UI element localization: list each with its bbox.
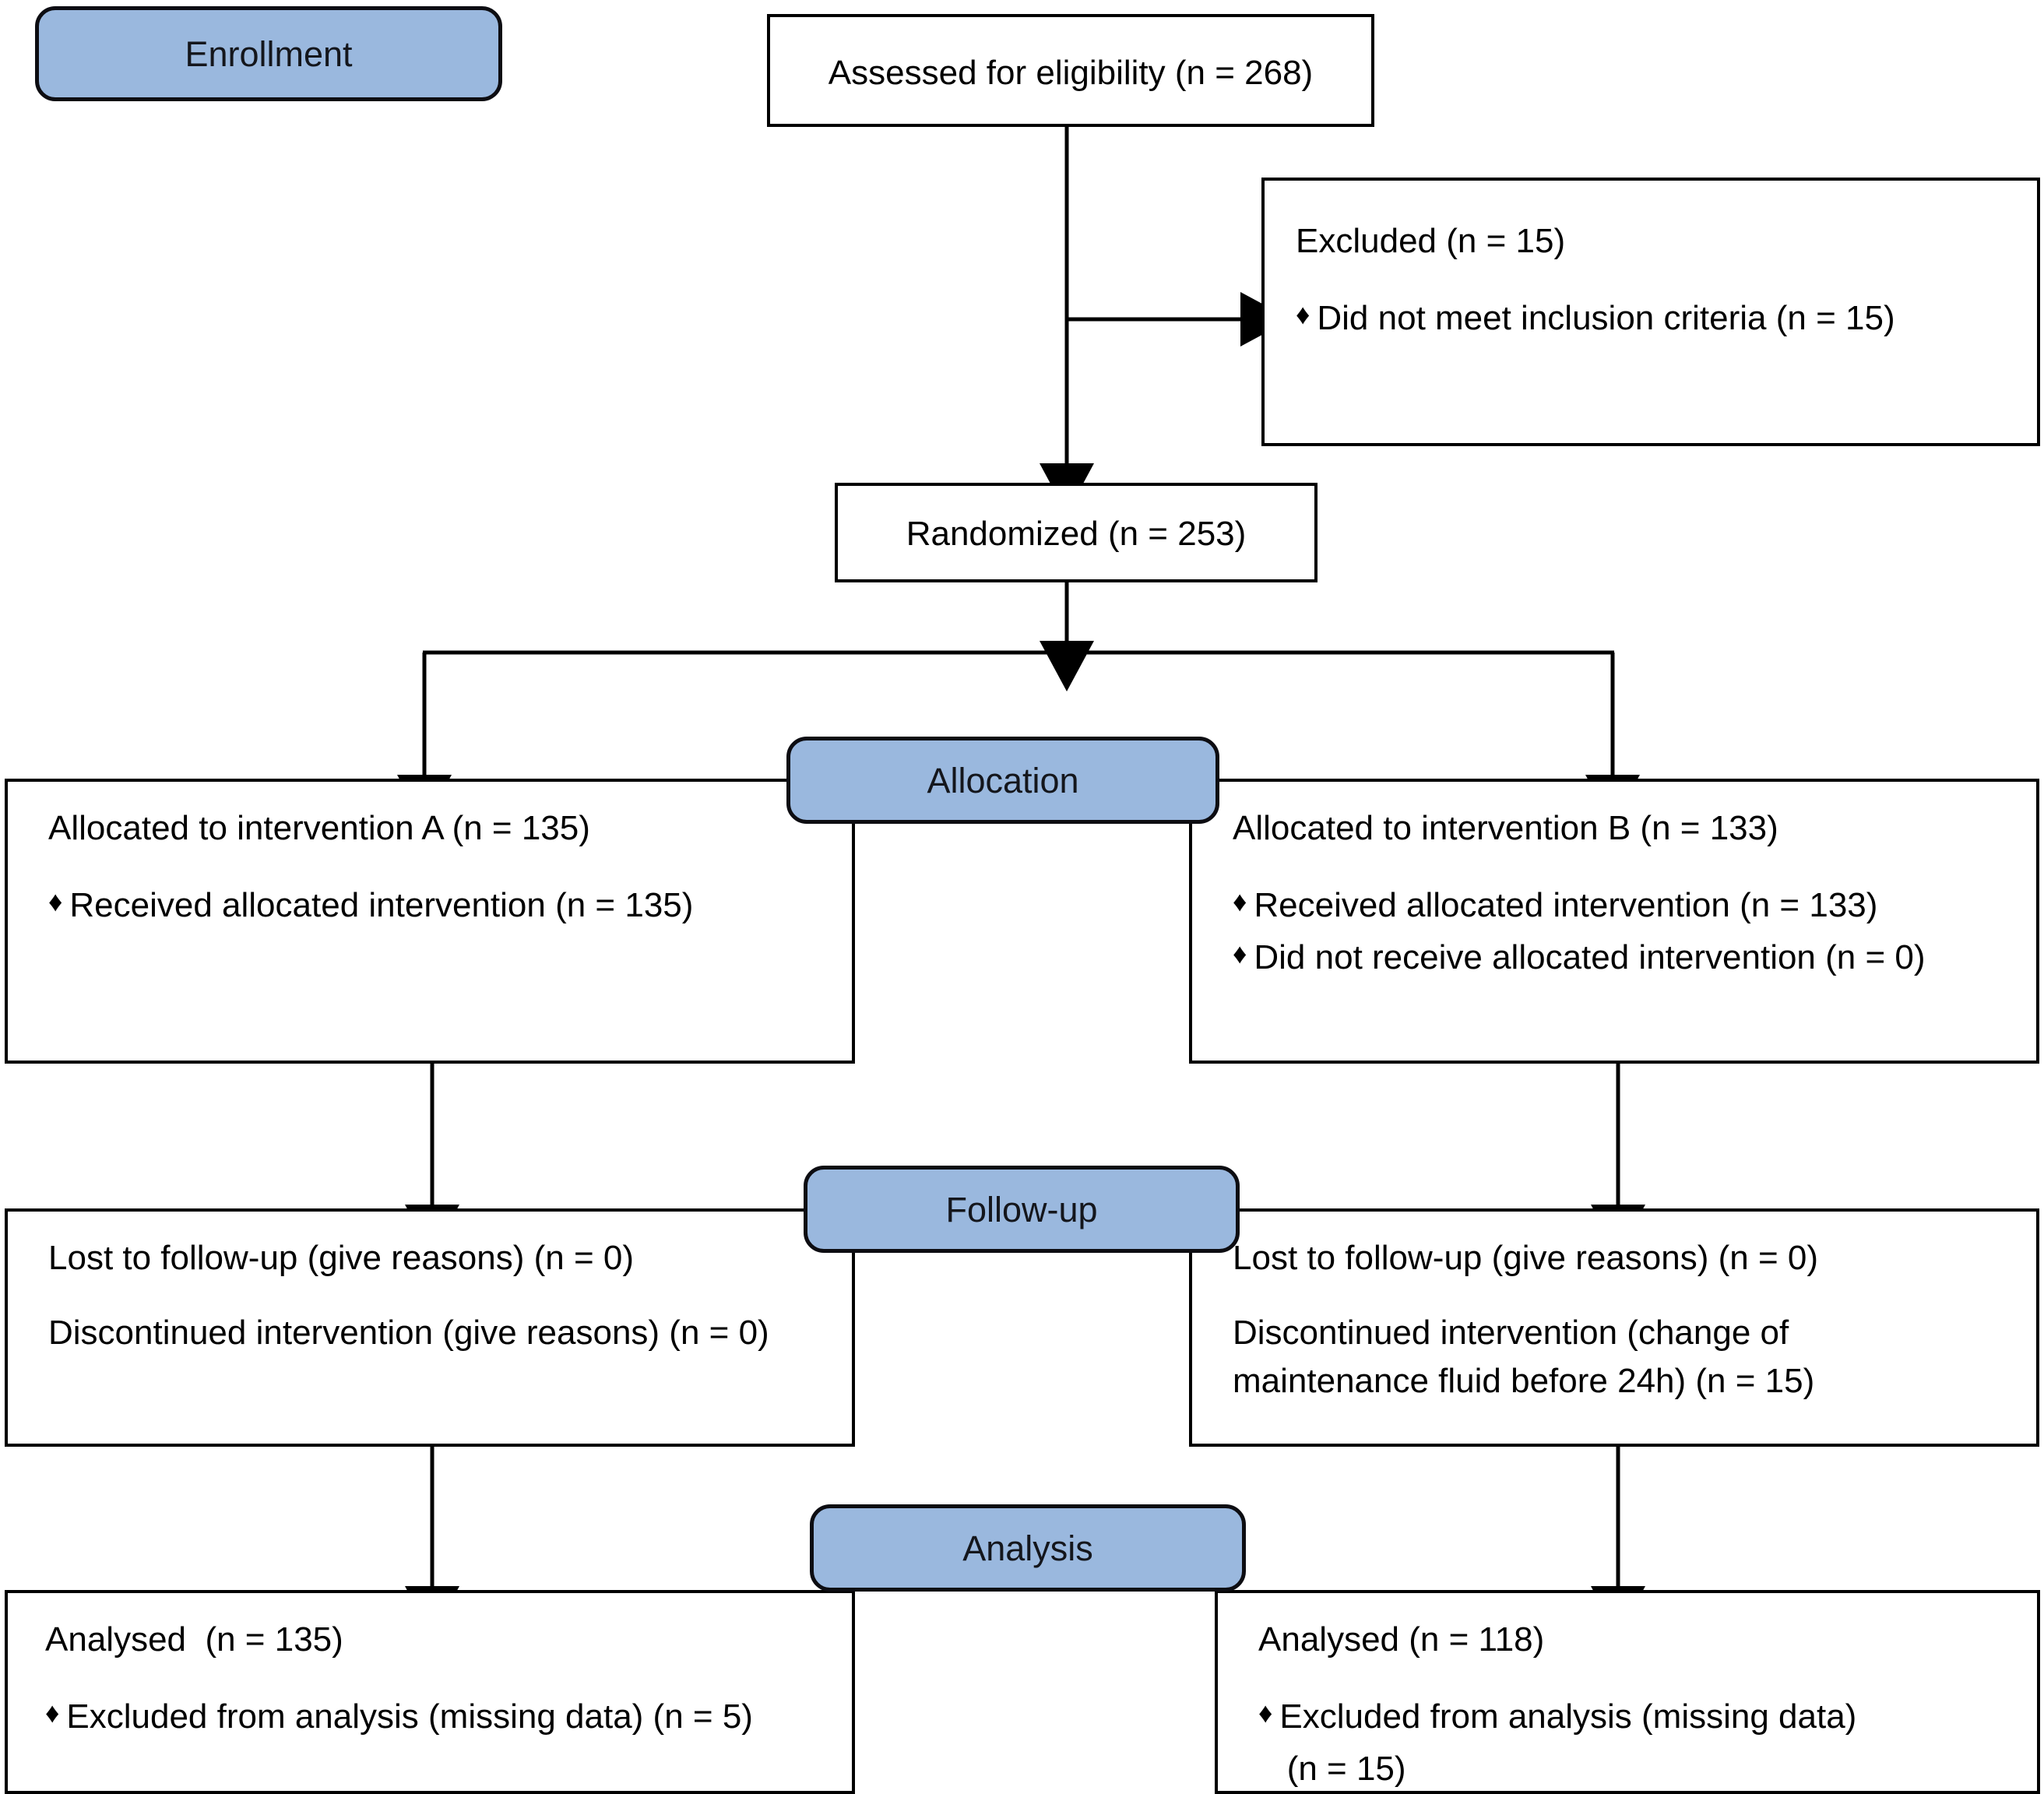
node-allocation-left-body: Allocated to intervention A (n = 135) ♦ … bbox=[8, 809, 852, 925]
node-analysis-left-bullet-0-text: Excluded from analysis (missing data) (n… bbox=[66, 1697, 753, 1736]
node-followup-left: Lost to follow-up (give reasons) (n = 0)… bbox=[5, 1208, 855, 1447]
node-analysis-right-bullet-0-text: Excluded from analysis (missing data) bbox=[1279, 1697, 1857, 1736]
node-excluded-bullet-0-text: Did not meet inclusion criteria (n = 15) bbox=[1317, 299, 1895, 337]
node-analysis-right: Analysed (n = 118) ♦ Excluded from analy… bbox=[1215, 1590, 2040, 1794]
node-allocation-right-body: Allocated to intervention B (n = 133) ♦ … bbox=[1192, 811, 2036, 977]
node-analysis-left: Analysed (n = 135) ♦ Excluded from analy… bbox=[5, 1590, 855, 1794]
stage-label-analysis: Analysis bbox=[810, 1504, 1246, 1592]
node-allocation-left: Allocated to intervention A (n = 135) ♦ … bbox=[5, 779, 855, 1064]
node-followup-left-line-2: Discontinued intervention (give reasons)… bbox=[48, 1314, 769, 1352]
node-analysis-right-body: Analysed (n = 118) ♦ Excluded from analy… bbox=[1218, 1623, 2037, 1789]
stage-label-analysis-text: Analysis bbox=[962, 1528, 1093, 1568]
node-followup-right-line-2: Discontinued intervention (change of bbox=[1233, 1314, 1789, 1352]
node-allocation-right-bullet-1-text: Did not receive allocated intervention (… bbox=[1254, 938, 1926, 977]
bullet-diamond-icon: ♦ bbox=[48, 885, 63, 917]
node-analysis-right-bullet-0: ♦ Excluded from analysis (missing data) bbox=[1258, 1697, 2021, 1736]
node-excluded-body: Excluded (n = 15) ♦ Did not meet inclusi… bbox=[1265, 222, 2037, 338]
node-analysis-right-heading: Analysed (n = 118) bbox=[1258, 1620, 1545, 1659]
bullet-diamond-icon: ♦ bbox=[1233, 885, 1247, 917]
bullet-diamond-icon: ♦ bbox=[1258, 1697, 1273, 1729]
bullet-diamond-icon: ♦ bbox=[1233, 937, 1247, 970]
node-followup-right: Lost to follow-up (give reasons) (n = 0)… bbox=[1189, 1208, 2039, 1447]
node-analysis-left-heading: Analysed (n = 135) bbox=[45, 1620, 343, 1659]
node-excluded-heading: Excluded (n = 15) bbox=[1296, 222, 1566, 260]
node-excluded: Excluded (n = 15) ♦ Did not meet inclusi… bbox=[1261, 178, 2040, 446]
node-assessed-text: Assessed for eligibility (n = 268) bbox=[828, 54, 1314, 92]
node-allocation-left-heading: Allocated to intervention A (n = 135) bbox=[48, 809, 590, 847]
node-assessed-for-eligibility: Assessed for eligibility (n = 268) bbox=[767, 14, 1374, 127]
stage-label-allocation: Allocation bbox=[786, 737, 1219, 824]
bullet-diamond-icon: ♦ bbox=[45, 1697, 60, 1729]
node-analysis-right-bullet-1-text: (n = 15) bbox=[1286, 1750, 1406, 1789]
stage-label-followup: Follow-up bbox=[804, 1166, 1240, 1253]
stage-label-followup-text: Follow-up bbox=[945, 1189, 1098, 1229]
node-analysis-right-bullet-1: ◆ (n = 15) bbox=[1258, 1750, 2021, 1788]
node-allocation-right-bullet-0: ♦ Received allocated intervention (n = 1… bbox=[1233, 886, 2014, 924]
node-assessed-body: Assessed for eligibility (n = 268) bbox=[770, 56, 1371, 90]
stage-label-enrollment: Enrollment bbox=[35, 6, 502, 101]
node-randomized-text: Randomized (n = 253) bbox=[906, 515, 1247, 553]
node-randomized-body: Randomized (n = 253) bbox=[838, 517, 1314, 551]
node-allocation-right-heading: Allocated to intervention B (n = 133) bbox=[1233, 809, 1778, 847]
node-analysis-left-bullet-0: ♦ Excluded from analysis (missing data) … bbox=[45, 1697, 836, 1736]
node-followup-right-line-3: maintenance fluid before 24h) (n = 15) bbox=[1233, 1362, 1815, 1400]
node-followup-right-line-1: Lost to follow-up (give reasons) (n = 0) bbox=[1233, 1239, 1819, 1277]
node-followup-left-body: Lost to follow-up (give reasons) (n = 0)… bbox=[8, 1241, 852, 1350]
stage-label-allocation-text: Allocation bbox=[927, 760, 1079, 800]
node-followup-right-body: Lost to follow-up (give reasons) (n = 0)… bbox=[1192, 1241, 2036, 1398]
node-allocation-left-bullet-0: ♦ Received allocated intervention (n = 1… bbox=[48, 886, 814, 924]
bullet-diamond-icon: ♦ bbox=[1296, 298, 1310, 330]
node-allocation-right-bullet-1: ♦ Did not receive allocated intervention… bbox=[1233, 938, 2014, 976]
node-randomized: Randomized (n = 253) bbox=[835, 483, 1318, 582]
node-analysis-left-body: Analysed (n = 135) ♦ Excluded from analy… bbox=[8, 1623, 852, 1736]
node-allocation-left-bullet-0-text: Received allocated intervention (n = 135… bbox=[69, 886, 694, 924]
node-followup-left-line-1: Lost to follow-up (give reasons) (n = 0) bbox=[48, 1239, 635, 1277]
node-allocation-right-bullet-0-text: Received allocated intervention (n = 133… bbox=[1254, 886, 1878, 924]
node-excluded-bullet-0: ♦ Did not meet inclusion criteria (n = 1… bbox=[1296, 299, 2006, 337]
stage-label-enrollment-text: Enrollment bbox=[185, 33, 353, 74]
node-allocation-right: Allocated to intervention B (n = 133) ♦ … bbox=[1189, 779, 2039, 1064]
